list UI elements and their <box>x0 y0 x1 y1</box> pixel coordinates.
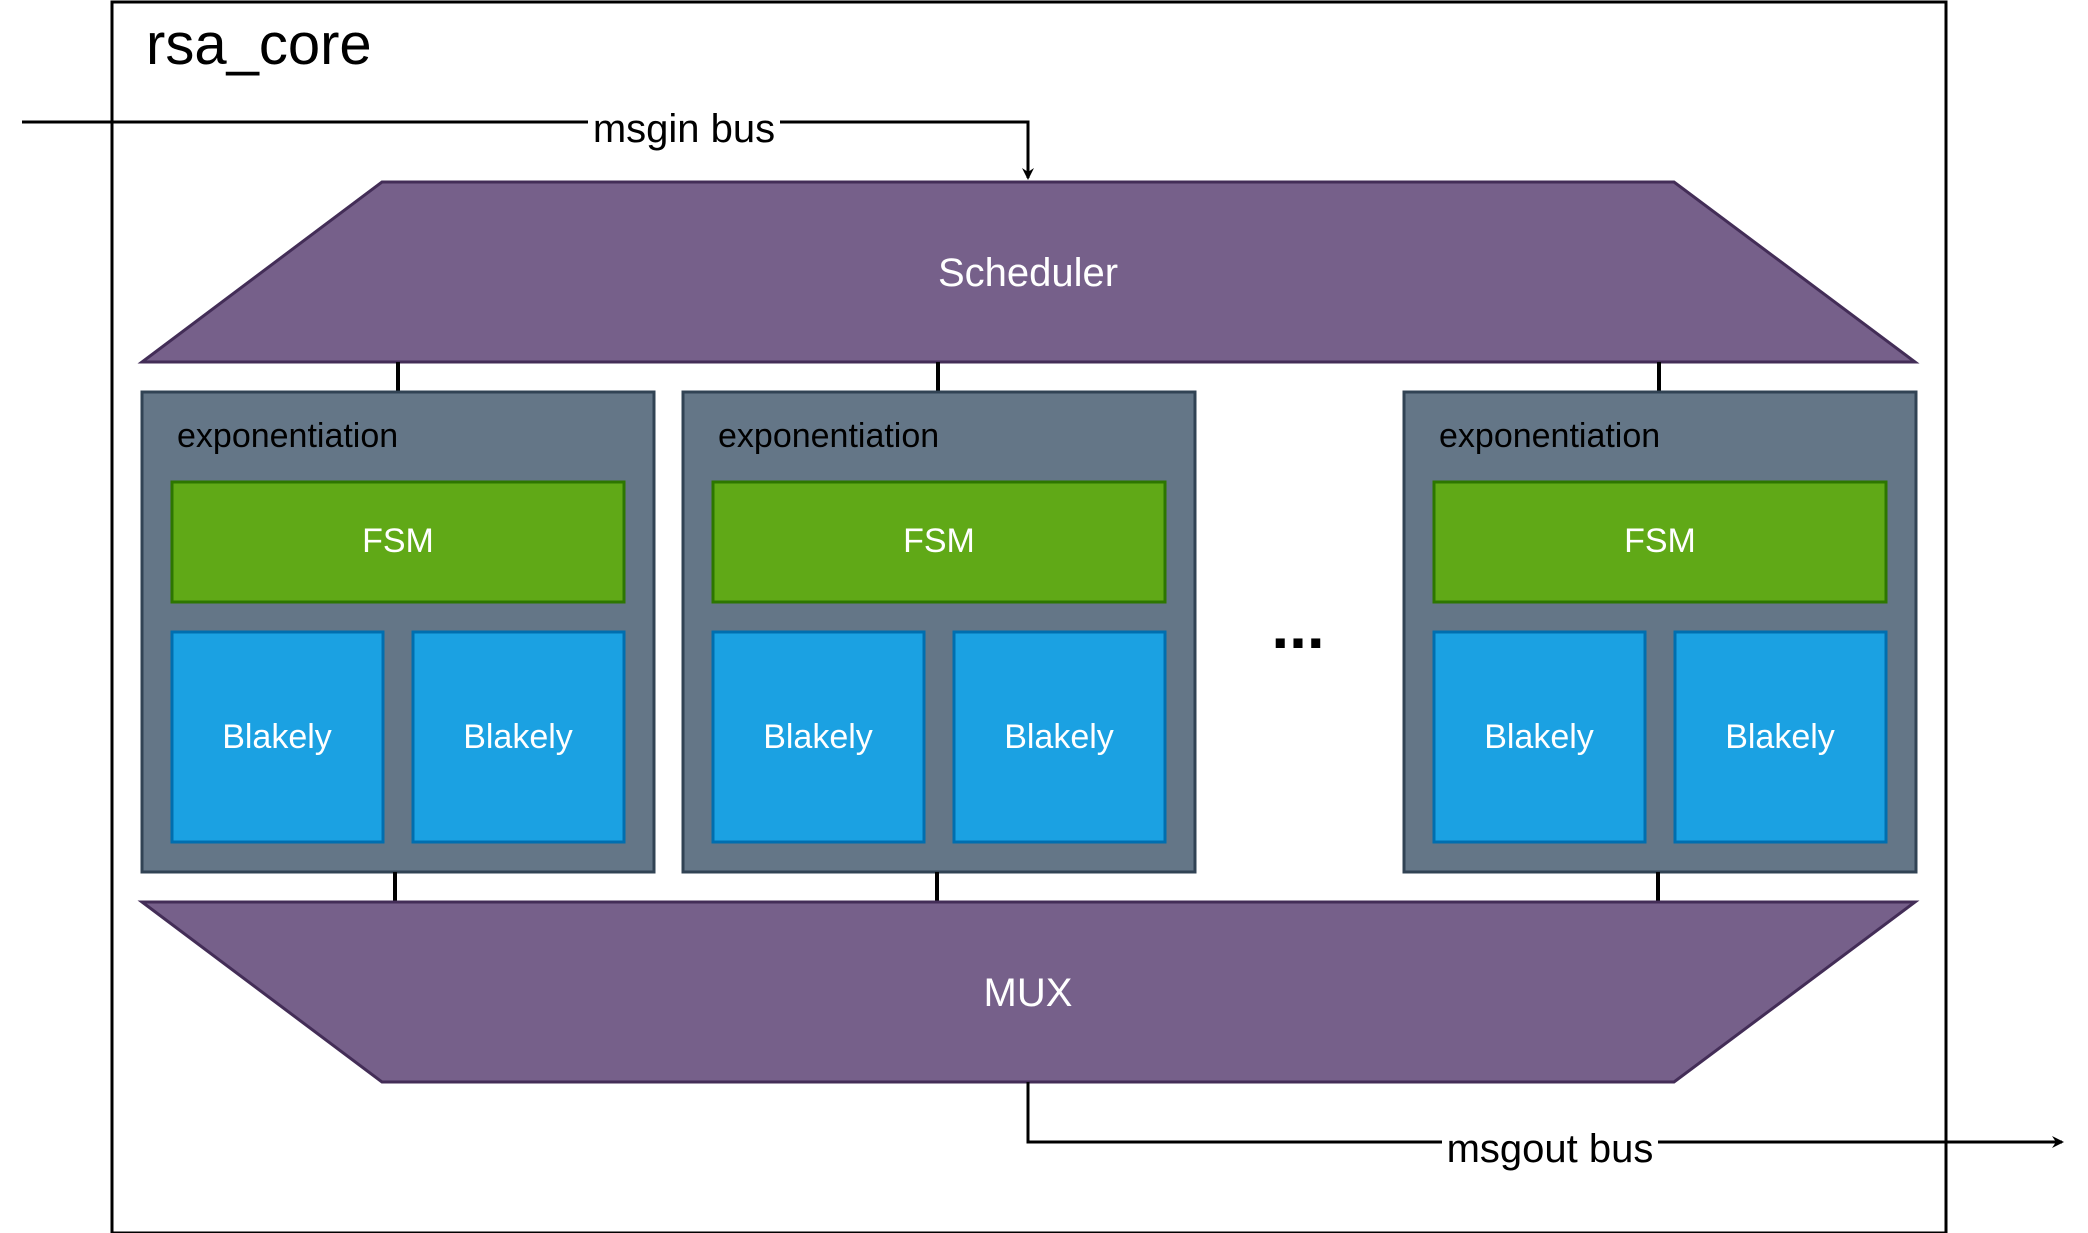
fsm-label: FSM <box>1624 522 1696 560</box>
exponentiation-module-1[interactable]: exponentiation FSM Blakely Blakely <box>140 390 656 874</box>
fsm-block[interactable] <box>170 480 626 604</box>
exponentiation-module-3[interactable]: exponentiation FSM Blakely Blakely <box>1402 390 1918 874</box>
mux-label: MUX <box>984 971 1073 1015</box>
scheduler-label: Scheduler <box>938 251 1118 295</box>
blakely-unit[interactable] <box>952 630 1167 844</box>
container-title: rsa_core <box>146 12 372 77</box>
blakely-label: Blakely <box>1484 718 1594 756</box>
fsm-block[interactable] <box>711 480 1167 604</box>
msgin-bus-edge[interactable] <box>22 120 1034 180</box>
blakely-unit[interactable] <box>1432 630 1647 844</box>
blakely-unit[interactable] <box>711 630 926 844</box>
blakely-label: Blakely <box>1004 718 1114 756</box>
blakely-unit[interactable] <box>411 630 626 844</box>
blakely-label: Blakely <box>463 718 573 756</box>
mux-block[interactable] <box>137 900 1920 1084</box>
exponentiation-module-2[interactable]: exponentiation FSM Blakely Blakely <box>681 390 1197 874</box>
scheduler-block[interactable] <box>137 180 1920 364</box>
blakely-label: Blakely <box>1725 718 1835 756</box>
blakely-unit[interactable] <box>1673 630 1888 844</box>
fsm-label: FSM <box>903 522 975 560</box>
msgin-bus-label: msgin bus <box>593 107 775 151</box>
msgin-bus-label-bg <box>588 104 780 150</box>
exponentiation-label: exponentiation <box>1439 417 1660 455</box>
blakely-unit[interactable] <box>170 630 385 844</box>
msgout-bus-edge[interactable] <box>1026 1082 2064 1148</box>
blakely-label: Blakely <box>222 718 332 756</box>
fsm-block[interactable] <box>1432 480 1888 604</box>
fsm-label: FSM <box>362 522 434 560</box>
msgout-bus-label: msgout bus <box>1447 1127 1654 1171</box>
exponentiation-label: exponentiation <box>718 417 939 455</box>
blakely-label: Blakely <box>763 718 873 756</box>
msgout-bus-label-bg <box>1442 1124 1658 1170</box>
exponentiation-label: exponentiation <box>177 417 398 455</box>
more-modules-ellipsis: ... <box>1271 590 1324 662</box>
